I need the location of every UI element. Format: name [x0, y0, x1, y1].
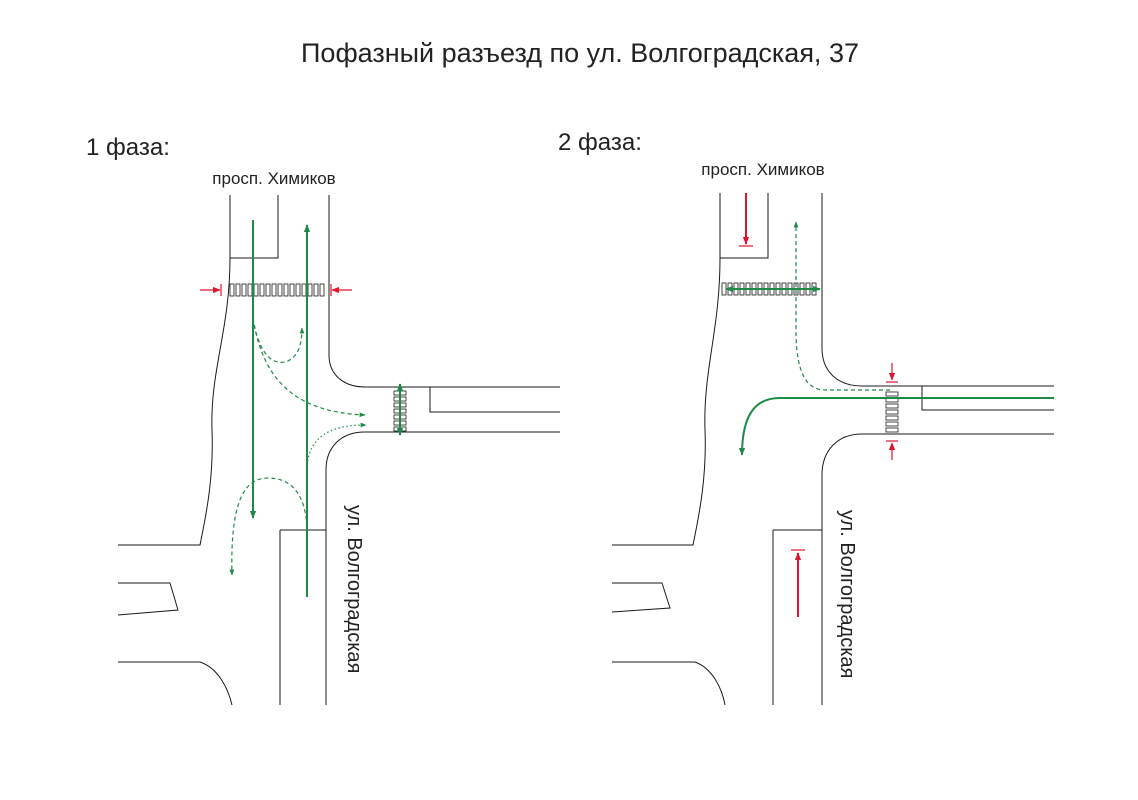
- phase-2-vehicle-movements: [738, 221, 1054, 456]
- phase-2-top-street-label: просп. Химиков: [701, 160, 824, 179]
- diagram-title: Пофазный разъезд по ул. Волгоградская, 3…: [301, 38, 859, 68]
- phase-2-crosswalk-right: [885, 391, 899, 433]
- phase-1-pedestrian-stop-markers: [200, 284, 352, 296]
- phase-2-road-outline: [611, 193, 1054, 706]
- phase-2-stop-markers: [739, 193, 898, 617]
- phase-1-label: 1 фаза:: [86, 134, 170, 161]
- phase-1-vehicle-movements: [229, 220, 367, 597]
- phase-1-side-street-label: ул. Волгоградская: [343, 505, 365, 673]
- phase-1: 1 фаза: просп. Химиков ул. Волгоградская: [86, 134, 560, 706]
- phase-1-road-outline: [117, 195, 560, 706]
- phase-2: 2 фаза: просп. Химиков ул. Волгоградская: [558, 129, 1054, 706]
- phase-1-crosswalk-top: [229, 283, 325, 297]
- phase-2-label: 2 фаза:: [558, 129, 642, 156]
- phase-2-side-street-label: ул. Волгоградская: [836, 510, 858, 678]
- phase-1-top-street-label: просп. Химиков: [212, 169, 335, 188]
